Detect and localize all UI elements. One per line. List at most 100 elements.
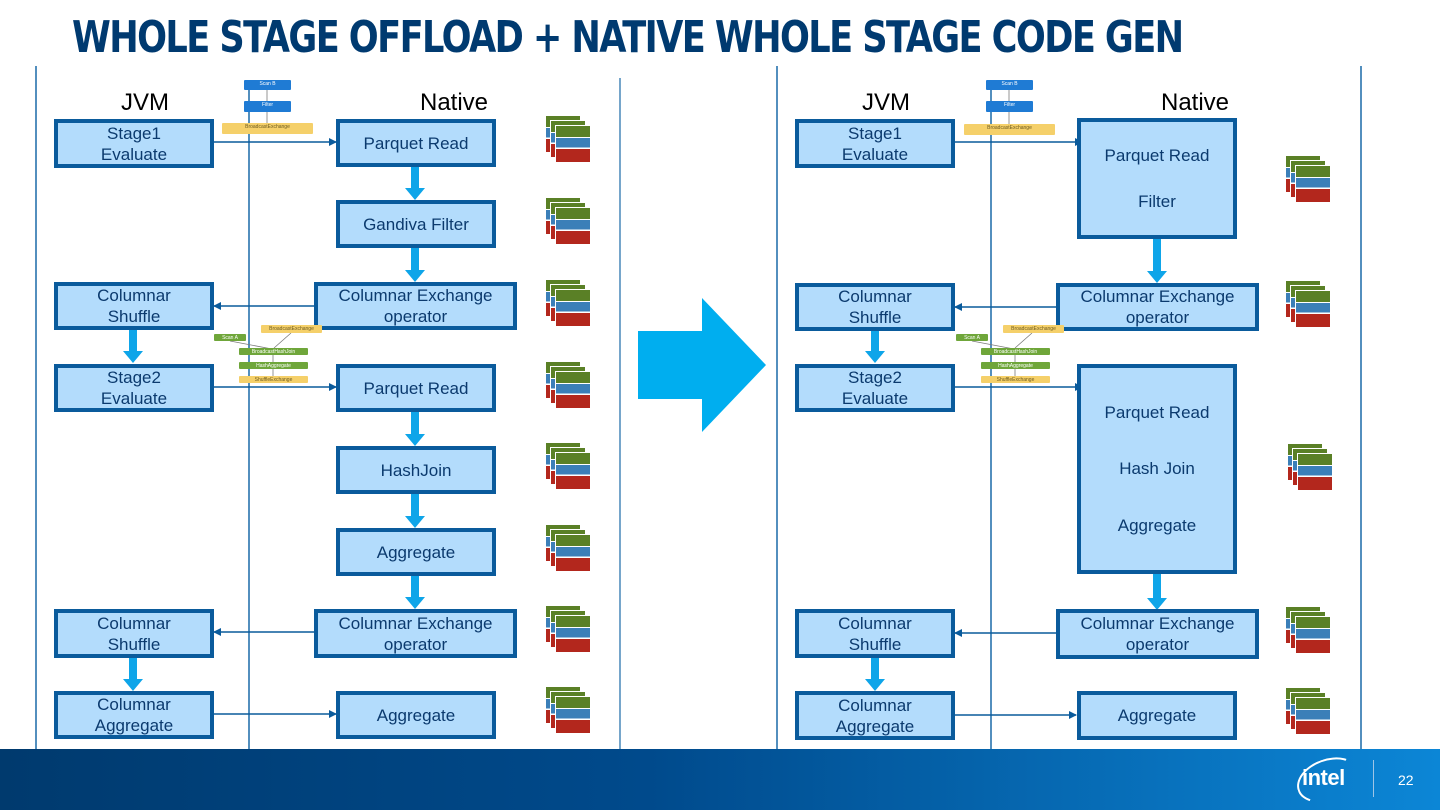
box-line: Columnar Exchange — [338, 286, 493, 305]
box-line: Aggregate — [835, 716, 915, 736]
columnar-batch-icon — [545, 686, 591, 734]
mini-scan-b: Scan B — [244, 80, 291, 90]
box-line: operator — [383, 634, 448, 654]
left-flow-arrows — [123, 166, 425, 691]
left-hashjoin-box: HashJoin — [336, 446, 496, 494]
box-line: Columnar — [838, 695, 912, 715]
columnar-batch-icon — [545, 197, 591, 245]
mini-broadcast-exchange-2: BroadcastExchange — [261, 325, 322, 333]
box-line: Columnar Exchange — [1080, 287, 1235, 306]
box-line: Hash Join — [1119, 459, 1195, 479]
intel-logo-text: intel — [1302, 765, 1345, 790]
left-columnar-exchange-2-box: Columnar Exchange operator — [314, 609, 517, 658]
mini-broadcast-hash-join: BroadcastHashJoin — [981, 348, 1050, 355]
box-line: Shuffle — [107, 634, 161, 654]
box-line: Evaluate — [841, 389, 909, 408]
box-line: operator — [1125, 308, 1190, 327]
box-line: Aggregate — [1117, 706, 1197, 725]
right-aggregate-box: Aggregate — [1077, 691, 1237, 740]
mini-broadcast-exchange-2: BroadcastExchange — [1003, 325, 1064, 333]
box-line: Evaluate — [100, 389, 168, 408]
right-stage1-evaluate-box: Stage1 Evaluate — [795, 119, 955, 168]
box-line: Evaluate — [841, 144, 909, 164]
columnar-batch-icon — [545, 361, 591, 409]
left-stage2-evaluate-box: Stage2 Evaluate — [54, 364, 214, 412]
box-line: Aggregate — [94, 716, 174, 735]
footer-bar — [0, 749, 1440, 810]
box-line: Shuffle — [848, 308, 902, 327]
box-line: Columnar Exchange — [1080, 614, 1235, 633]
right-columnar-exchange-2-box: Columnar Exchange operator — [1056, 609, 1259, 659]
left-aggregate-box: Aggregate — [336, 528, 496, 576]
box-line: Columnar Exchange — [338, 613, 493, 633]
left-aggregate-2-box: Aggregate — [336, 691, 496, 739]
box-line: Filter — [1138, 192, 1176, 212]
right-columnar-shuffle-2-box: Columnar Shuffle — [795, 609, 955, 658]
right-native-label: Native — [1161, 89, 1230, 116]
right-columnar-exchange-box: Columnar Exchange operator — [1056, 283, 1259, 331]
box-line: Columnar — [97, 613, 171, 633]
box-line: Stage1 — [848, 123, 902, 143]
columnar-batch-icon — [545, 442, 591, 490]
slide-title: WHOLE STAGE OFFLOAD + NATIVE WHOLE STAGE… — [72, 12, 1184, 63]
box-line: operator — [383, 307, 448, 326]
box-line: Evaluate — [100, 144, 168, 164]
box-line: Aggregate — [376, 705, 456, 725]
left-columnar-shuffle-2-box: Columnar Shuffle — [54, 609, 214, 658]
box-line: Aggregate — [1117, 516, 1197, 536]
right-parquet-hashjoin-aggregate-box: Parquet Read Hash Join Aggregate — [1077, 364, 1237, 574]
left-columnar-shuffle-box: Columnar Shuffle — [54, 282, 214, 330]
box-line: Parquet Read — [1104, 145, 1210, 165]
mini-shuffle-exchange: ShuffleExchange — [981, 376, 1050, 383]
columnar-batch-icon — [1285, 280, 1331, 328]
page-number: 22 — [1398, 772, 1414, 788]
columnar-batch-icon — [1285, 687, 1331, 735]
columnar-batch-icon — [545, 524, 591, 572]
right-parquet-read-filter-box: Parquet Read Filter — [1077, 118, 1237, 239]
left-parquet-read-box: Parquet Read — [336, 119, 496, 167]
box-line: Columnar — [838, 613, 912, 633]
box-line: Columnar — [97, 695, 171, 714]
columnar-batch-icon — [545, 115, 591, 163]
box-line: Stage1 — [107, 123, 161, 143]
left-stage1-evaluate-box: Stage1 Evaluate — [54, 119, 214, 168]
columnar-batch-icon — [545, 605, 591, 653]
columnar-batch-icon — [1285, 606, 1331, 654]
right-flow-arrows — [865, 238, 1167, 691]
box-line: Parquet Read — [363, 133, 469, 153]
box-line: Columnar — [838, 287, 912, 306]
right-columnar-aggregate-box: Columnar Aggregate — [795, 691, 955, 740]
box-line: Shuffle — [107, 307, 161, 326]
mini-broadcast-exchange: BroadcastExchange — [964, 124, 1055, 135]
box-line: Stage2 — [848, 368, 902, 387]
left-native-label: Native — [420, 89, 489, 116]
columnar-batch-icon — [1287, 443, 1333, 491]
box-line: Stage2 — [107, 368, 161, 387]
mini-broadcast-exchange: BroadcastExchange — [222, 123, 313, 134]
footer-divider — [1373, 760, 1374, 797]
columnar-batch-icon — [1285, 155, 1331, 203]
big-transform-arrow — [638, 298, 766, 432]
left-gandiva-filter-box: Gandiva Filter — [336, 200, 496, 248]
mini-scan-a: Scan A — [214, 334, 246, 341]
right-jvm-label: JVM — [862, 89, 910, 116]
box-line: Parquet Read — [1104, 402, 1210, 422]
mini-filter: Filter — [986, 101, 1033, 112]
right-columnar-shuffle-box: Columnar Shuffle — [795, 283, 955, 331]
box-line: Shuffle — [848, 634, 902, 654]
mini-hash-aggregate: HashAggregate — [239, 362, 308, 369]
box-line: HashJoin — [380, 460, 452, 480]
mini-scan-b: Scan B — [986, 80, 1033, 90]
columnar-batch-icon — [545, 279, 591, 327]
left-parquet-read-2-box: Parquet Read — [336, 364, 496, 412]
box-line: operator — [1125, 635, 1190, 654]
box-line: Gandiva Filter — [363, 214, 469, 234]
mini-filter: Filter — [244, 101, 291, 112]
mini-hash-aggregate: HashAggregate — [981, 362, 1050, 369]
box-line: Parquet Read — [363, 378, 469, 398]
left-jvm-label: JVM — [121, 89, 169, 116]
mini-broadcast-hash-join: BroadcastHashJoin — [239, 348, 308, 355]
box-line: Columnar — [97, 286, 171, 305]
right-stage2-evaluate-box: Stage2 Evaluate — [795, 364, 955, 412]
